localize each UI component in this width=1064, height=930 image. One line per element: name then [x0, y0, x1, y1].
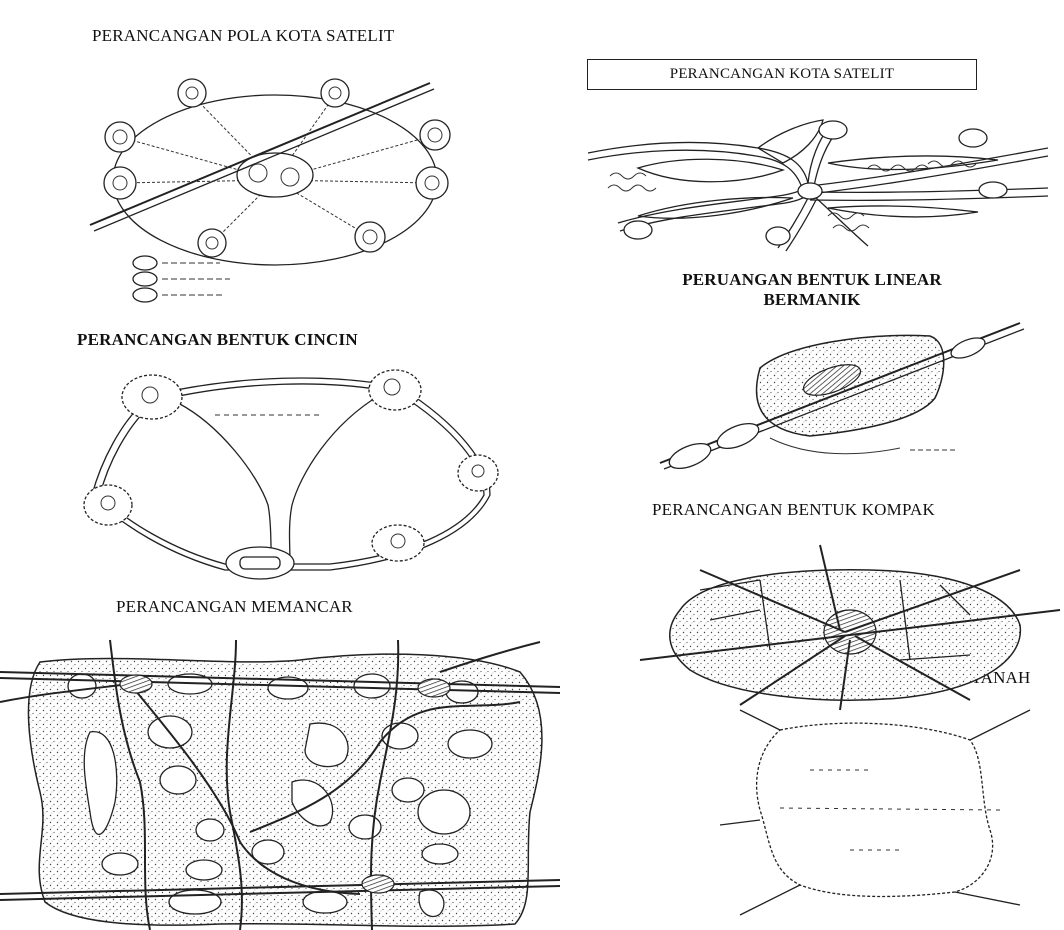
- title-compact: PERANCANGAN BENTUK KOMPAK: [652, 500, 935, 520]
- title-satellite-town: PERANCANGAN KOTA SATELIT: [587, 59, 977, 90]
- title-linear-beaded-line2: BERMANIK: [632, 290, 992, 310]
- diagram-satellite-town: [578, 108, 1058, 258]
- title-satellite-pattern: PERANCANGAN POLA KOTA SATELIT: [92, 26, 394, 46]
- diagram-linear-beaded: [640, 318, 1040, 478]
- diagram-underground: [700, 700, 1060, 930]
- title-ring: PERANCANGAN BENTUK CINCIN: [77, 330, 358, 350]
- legend: [133, 256, 230, 302]
- title-linear-beaded: PERUANGAN BENTUK LINEAR BERMANIK: [632, 270, 992, 310]
- title-radiating: PERANCANGAN MEMANCAR: [116, 597, 353, 617]
- diagram-satellite-pattern: [80, 75, 460, 315]
- diagram-radiating: [0, 632, 560, 930]
- diagram-compact: [640, 540, 1060, 710]
- title-linear-beaded-line1: PERUANGAN BENTUK LINEAR: [632, 270, 992, 290]
- diagram-ring: [80, 365, 520, 590]
